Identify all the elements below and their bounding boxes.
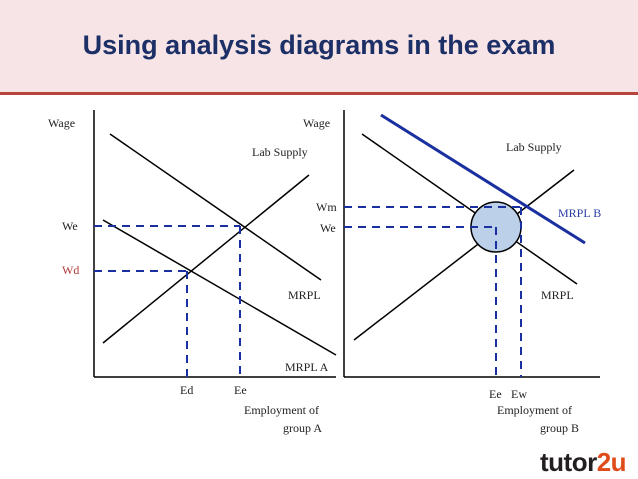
logo-text-tutor: tutor [540,447,597,477]
tutor2u-logo: tutor2u [540,447,627,478]
right-ee-label: Ee [489,387,502,401]
right-wm-label: Wm [316,200,337,214]
left-ed-label: Ed [180,383,193,397]
right-mrpl-label: MRPL [541,288,574,302]
left-wd-label: Wd [62,263,79,277]
left-we-label: We [62,219,78,233]
left-x-axis-label-1: Employment of [244,403,319,417]
left-mrpl-a-label: MRPL A [285,360,329,374]
logo-text-2u: 2u [596,447,627,477]
right-ew-label: Ew [511,387,527,401]
right-we-label: We [320,221,336,235]
left-wage-label: Wage [48,116,75,130]
left-supply-line [102,174,310,344]
right-supply-label: Lab Supply [506,140,562,154]
title-bar: Using analysis diagrams in the exam [0,0,638,95]
right-mrpl-b-label: MRPL B [558,206,601,220]
right-mrpl-b-line [380,113,586,245]
left-mrpl-label: MRPL [288,288,321,302]
right-x-axis-label-1: Employment of [497,403,572,417]
left-diagram: Wage Lab Supply We Wd MRPL MRPL A Ed Ee … [48,110,337,435]
left-mrpl-a-line [102,219,337,356]
right-mrpl-line [361,133,578,285]
right-wage-label: Wage [303,116,330,130]
left-supply-label: Lab Supply [252,145,308,159]
right-diagram: Wage Lab Supply Wm We MRPL B MRPL Ee Ew … [303,110,601,435]
left-mrpl-line [109,133,322,281]
page-title: Using analysis diagrams in the exam [82,30,556,60]
left-ee-label: Ee [234,383,247,397]
right-supply-line [353,169,575,341]
right-x-axis-label-2: group B [540,421,579,435]
left-x-axis-label-2: group A [283,421,322,435]
